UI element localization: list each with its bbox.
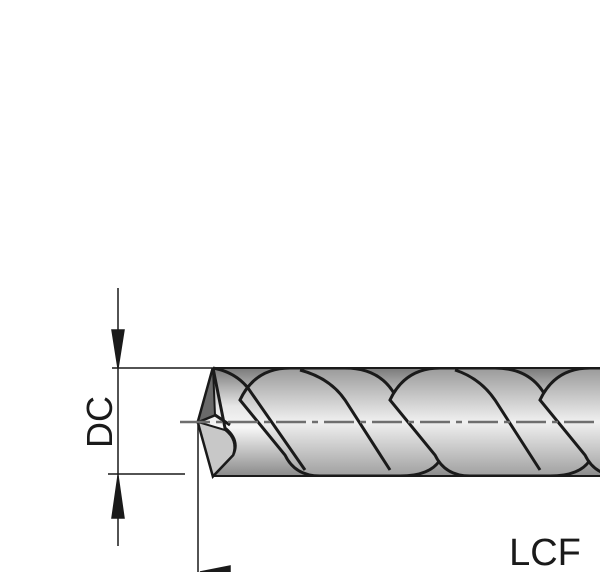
dc-dimension [108,288,213,546]
lcf-dimension [197,425,231,572]
arrow-left-icon [199,565,231,572]
arrow-up-icon [111,475,125,519]
lcf-label: LCF [509,532,581,572]
arrow-down-icon [111,329,125,369]
dc-label: DC [79,396,120,448]
